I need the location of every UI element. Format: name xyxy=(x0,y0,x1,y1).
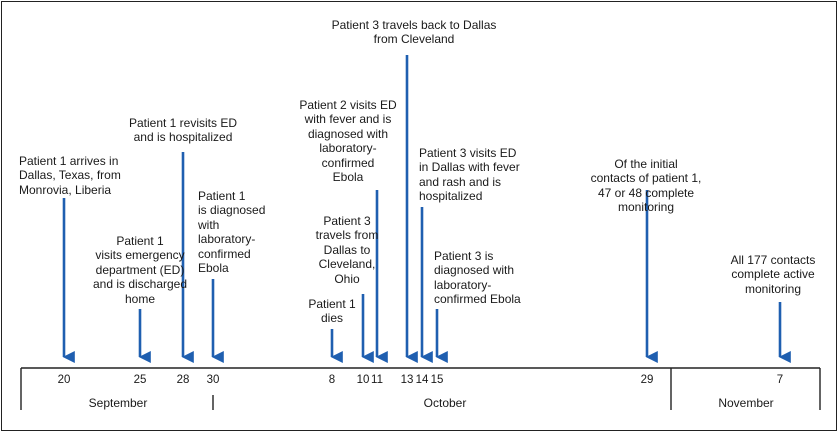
timeline-axis xyxy=(20,367,821,410)
event-label-september-30: Patient 1 is diagnosed with laboratory- … xyxy=(198,189,266,276)
day-tick-september-20: 20 xyxy=(57,374,71,386)
event-label-november-7: All 177 contacts complete active monitor… xyxy=(730,253,816,296)
day-tick-september-25: 25 xyxy=(133,374,147,386)
event-label-september-28: Patient 1 revisits ED and is hospitalize… xyxy=(128,116,238,145)
event-label-october-10: Patient 3 travels from Dallas to Clevela… xyxy=(315,214,379,286)
day-tick-october-15: 15 xyxy=(430,374,444,386)
day-tick-october-14: 14 xyxy=(415,374,429,386)
month-label-september: September xyxy=(88,396,148,410)
event-label-september-25: Patient 1 visits emergency department (E… xyxy=(92,234,188,306)
day-tick-october-10: 10 xyxy=(356,374,370,386)
day-tick-september-30: 30 xyxy=(206,374,220,386)
event-label-october-15: Patient 3 is diagnosed with laboratory- … xyxy=(434,249,521,307)
day-tick-october-13: 13 xyxy=(400,374,414,386)
day-tick-september-28: 28 xyxy=(176,374,190,386)
event-label-september-20: Patient 1 arrives in Dallas, Texas, from… xyxy=(19,154,121,197)
event-label-october-14: Patient 3 visits ED in Dallas with fever… xyxy=(419,146,520,204)
day-tick-october-29: 29 xyxy=(640,374,654,386)
event-label-october-11: Patient 2 visits ED with fever and is di… xyxy=(299,98,397,185)
event-label-october-13: Patient 3 travels back to Dallas from Cl… xyxy=(331,18,497,47)
day-tick-october-8: 8 xyxy=(328,374,336,386)
event-label-october-29: Of the initial contacts of patient 1, 47… xyxy=(590,157,702,215)
event-arrows xyxy=(62,55,791,363)
day-tick-november-7: 7 xyxy=(776,374,784,386)
month-label-october: October xyxy=(423,396,467,410)
day-tick-october-11: 11 xyxy=(371,374,383,386)
month-label-november: November xyxy=(718,396,774,410)
event-label-october-8: Patient 1 dies xyxy=(308,297,356,326)
